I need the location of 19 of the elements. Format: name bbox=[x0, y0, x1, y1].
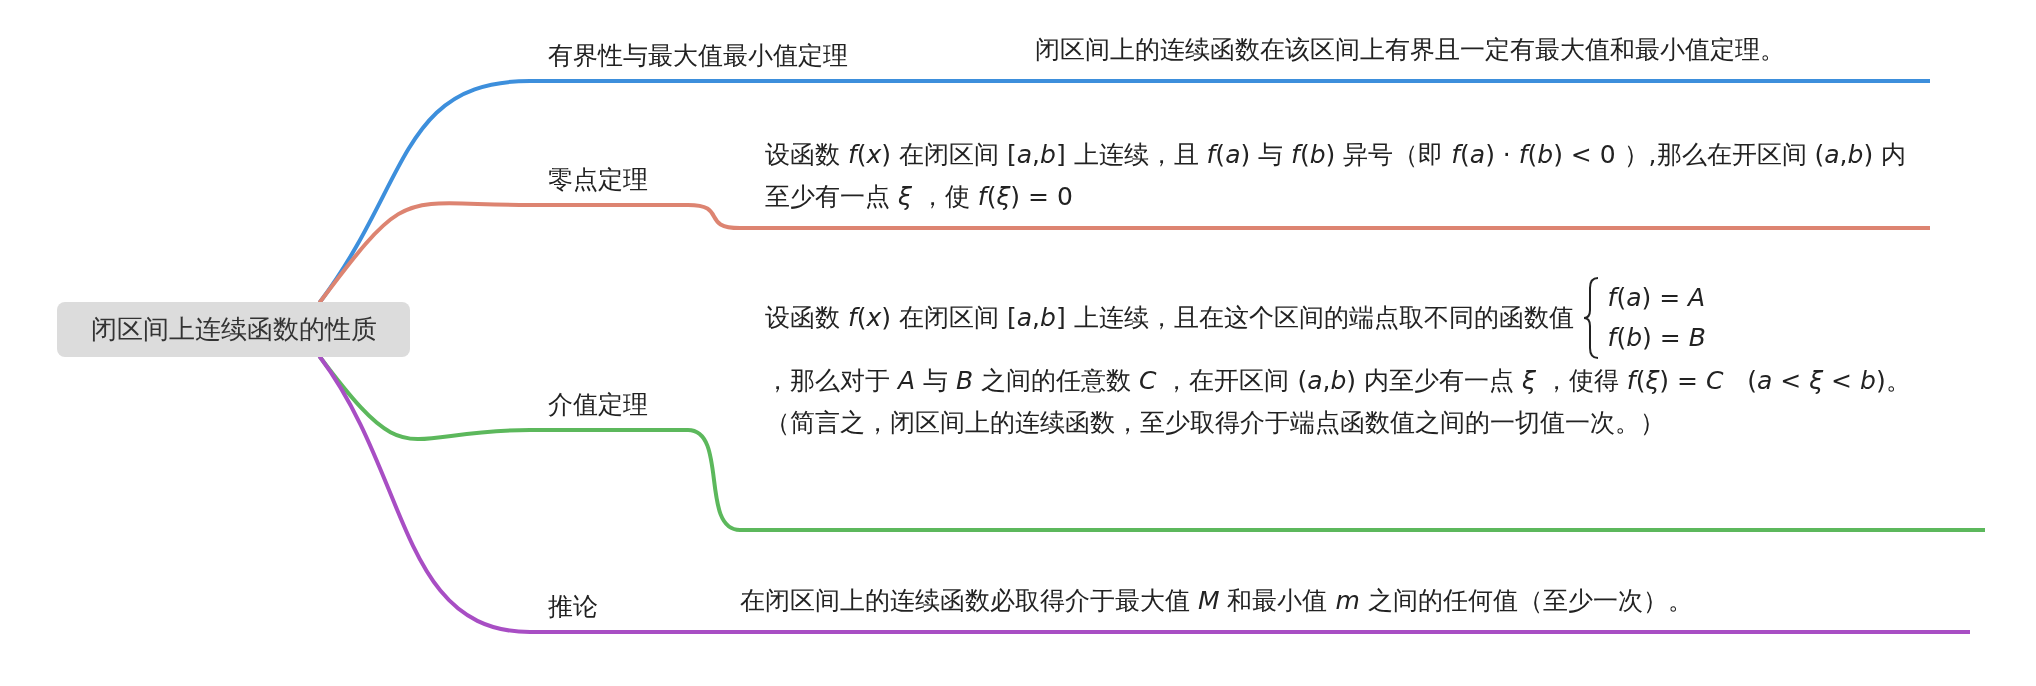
branch-line bbox=[686, 428, 742, 532]
branch-line bbox=[918, 79, 1012, 83]
detail-text: 设函数 f(x) 在闭区间 [a,b] 上连续，且 f(a) 与 f(b) 异号（即 f(a) · f(b) < 0 ）,那么在开区间 (a,b) 内至少有一点 ξ ，使 f(ξ) = 0 bbox=[740, 126, 1930, 230]
branch-line bbox=[686, 203, 742, 230]
detail-text: 设函数 f(x) 在闭区间 [a,b] 上连续，且在这个区间的端点取不同的函数值 bbox=[765, 302, 1574, 334]
branch-line bbox=[318, 201, 532, 304]
equation-text: f(a) = A bbox=[1607, 282, 1706, 314]
branch-topic: 推论 bbox=[530, 583, 640, 634]
detail-block bbox=[740, 276, 1985, 532]
branch-topic: 有界性与最大值最小值定理 bbox=[530, 30, 920, 83]
branch-topic: 零点定理 bbox=[530, 156, 688, 207]
branch-topic: 介值定理 bbox=[530, 381, 688, 432]
detail-text: 在闭区间上的连续函数必取得介于最大值 M 和最小值 m 之间的任何值（至少一次）。 bbox=[715, 583, 1970, 634]
equation-text: f(b) = B bbox=[1607, 322, 1706, 354]
branch-line bbox=[318, 355, 532, 634]
root-topic: 闭区间上连续函数的性质 bbox=[57, 302, 410, 357]
detail-text: 闭区间上的连续函数在该区间上有界且一定有最大值和最小值定理。 bbox=[1010, 30, 1930, 83]
branch-line bbox=[638, 630, 717, 634]
detail-text: ，那么对于 A 与 B 之间的任意数 C ，在开区间 (a,b) 内至少有一点 ξ ，使得 f(ξ) = C (a < ξ < b)。（简言之，闭区间上的连续函数，至少取得介于端点函数值之间的一切值一次。） bbox=[765, 365, 1912, 439]
